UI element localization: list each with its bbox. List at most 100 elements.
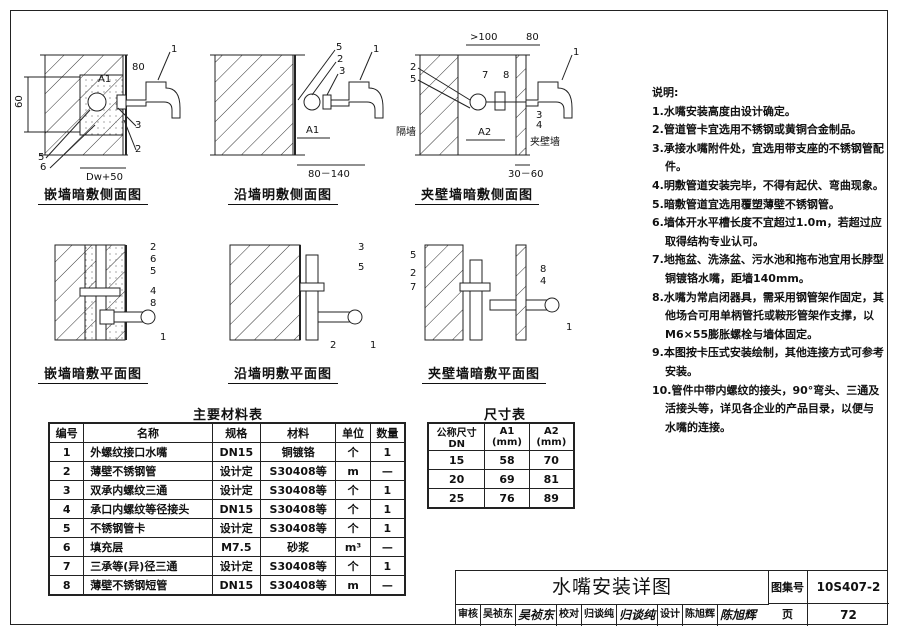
caption-surface-side: 沿墙明敷侧面图 [228, 184, 339, 205]
callout-7: 7 [482, 70, 488, 81]
cell-qty: 1 [369, 499, 406, 519]
cell-no: 6 [48, 537, 85, 557]
notes: 说明: 1.水嘴安装高度由设计确定。2.管道管卡宜选用不锈钢或黄铜合金制品。3.… [652, 84, 884, 437]
callout-8: 8 [503, 70, 509, 81]
callout-7: 7 [410, 282, 416, 293]
note-item: 8.水嘴为常启闭器具，需采用钢管架作固定，其他场合可用单柄管托或鞍形管架作支撑，… [652, 290, 884, 341]
cell-no: 7 [48, 556, 85, 576]
notes-heading: 说明: [652, 86, 679, 99]
note-item: 7.地拖盆、洗涤盆、污水池和拖布池宜用长脖型铜镀铬水嘴，距墙140mm。 [652, 253, 884, 285]
cell-material: 铜镀铬 [259, 442, 337, 462]
reviewer-name: 吴祯东 [481, 604, 516, 626]
cell-dn: 15 [427, 450, 486, 470]
col-a1: A1(mm) [484, 422, 530, 451]
callout-1: 1 [160, 332, 166, 343]
title-block: 水嘴安装详图 图集号 10S407-2 页 72 审核 吴祯东 吴祯东 校对 归… [455, 570, 889, 626]
callout-1: 1 [566, 322, 572, 333]
checker-name: 归谈纯 [582, 604, 618, 626]
cell-spec: DN15 [211, 575, 261, 596]
cell-a1: 69 [484, 469, 530, 489]
cell-no: 3 [48, 480, 85, 500]
callout-3: 3 [135, 120, 141, 131]
signature-row: 审核 吴祯东 吴祯东 校对 归谈纯 归谈纯 设计 陈旭辉 陈旭辉 [456, 604, 768, 626]
cell-unit: 个 [335, 442, 371, 462]
callout-6: 6 [150, 254, 156, 265]
cell-spec: DN15 [211, 442, 261, 462]
cell-dn: 20 [427, 469, 486, 489]
table-header-row: 编号 名称 规格 材料 单位 数量 [48, 422, 406, 443]
cell-no: 1 [48, 442, 85, 462]
callout-2: 2 [337, 54, 343, 65]
callout-5: 5 [410, 250, 416, 261]
dim-a2: A2 [478, 127, 491, 138]
note-item: 3.承接水嘴附件处，宜选用带支座的不锈钢管配件。 [652, 141, 884, 174]
cell-a1: 76 [484, 488, 530, 509]
cell-a2: 81 [528, 469, 575, 489]
header-a2: A2 [543, 426, 559, 437]
header-nominal: 公称尺寸 [436, 428, 477, 439]
atlas-number: 10S407-2 [808, 571, 889, 604]
cell-material: S30408等 [259, 556, 337, 576]
cell-qty: 1 [369, 480, 406, 500]
cell-material: S30408等 [259, 518, 337, 538]
cell-spec: DN15 [211, 499, 261, 519]
cell-no: 8 [48, 575, 85, 596]
cell-name: 双承内螺纹三通 [83, 480, 213, 500]
note-item: 5.暗敷管道宜选用覆塑薄壁不锈钢管。 [652, 197, 840, 211]
header-unit: (mm) [536, 437, 567, 448]
cell-qty: — [369, 537, 406, 557]
cell-name: 薄壁不锈钢短管 [83, 575, 213, 596]
cell-name: 外螺纹接口水嘴 [83, 442, 213, 462]
cell-material: S30408等 [259, 480, 337, 500]
callout-6: 6 [40, 162, 46, 173]
cell-material: S30408等 [259, 575, 337, 596]
col-no: 编号 [48, 422, 85, 443]
col-material: 材料 [259, 422, 337, 443]
view-embedded-plan: 2 6 5 4 8 1 [54, 242, 166, 343]
designer-name: 陈旭辉 [683, 604, 719, 626]
callout-4: 4 [536, 120, 542, 131]
cell-no: 4 [48, 499, 85, 519]
caption-embedded-side: 嵌墙暗敷侧面图 [38, 184, 149, 205]
label-partition-wall: 隔墙 [396, 125, 416, 138]
cell-name: 不锈钢管卡 [83, 518, 213, 538]
col-spec: 规格 [211, 422, 261, 443]
size-table-title: 尺寸表 [484, 408, 527, 423]
caption-embedded-plan: 嵌墙暗敷平面图 [38, 363, 149, 384]
cell-spec: 设计定 [211, 461, 261, 481]
caption-sandwich-plan: 夹壁墙暗敷平面图 [422, 363, 547, 384]
callout-1: 1 [573, 47, 579, 58]
callout-4: 4 [540, 276, 546, 287]
cell-qty: 1 [369, 556, 406, 576]
cell-unit: m [335, 461, 371, 481]
cell-spec: 设计定 [211, 518, 261, 538]
cell-unit: m³ [335, 537, 371, 557]
note-item: 6.墙体开水平槽长度不宜超过1.0m，若超过应取得结构专业认可。 [652, 216, 882, 248]
cell-material: S30408等 [259, 461, 337, 481]
cell-no: 2 [48, 461, 85, 481]
cell-spec: 设计定 [211, 556, 261, 576]
page-label: 页 [768, 604, 808, 626]
cell-qty: 1 [369, 442, 406, 462]
callout-3: 3 [536, 110, 542, 121]
cell-unit: 个 [335, 556, 371, 576]
callout-3: 3 [358, 242, 364, 253]
cell-unit: m [335, 575, 371, 596]
drawing-title: 水嘴安装详图 [456, 571, 769, 605]
col-qty: 数量 [369, 422, 406, 443]
note-item: 1.水嘴安装高度由设计确定。 [652, 104, 796, 118]
cell-a2: 70 [528, 450, 575, 470]
header-unit: (mm) [491, 437, 522, 448]
view-sandwich-plan: 5 2 7 8 4 1 [410, 244, 572, 341]
